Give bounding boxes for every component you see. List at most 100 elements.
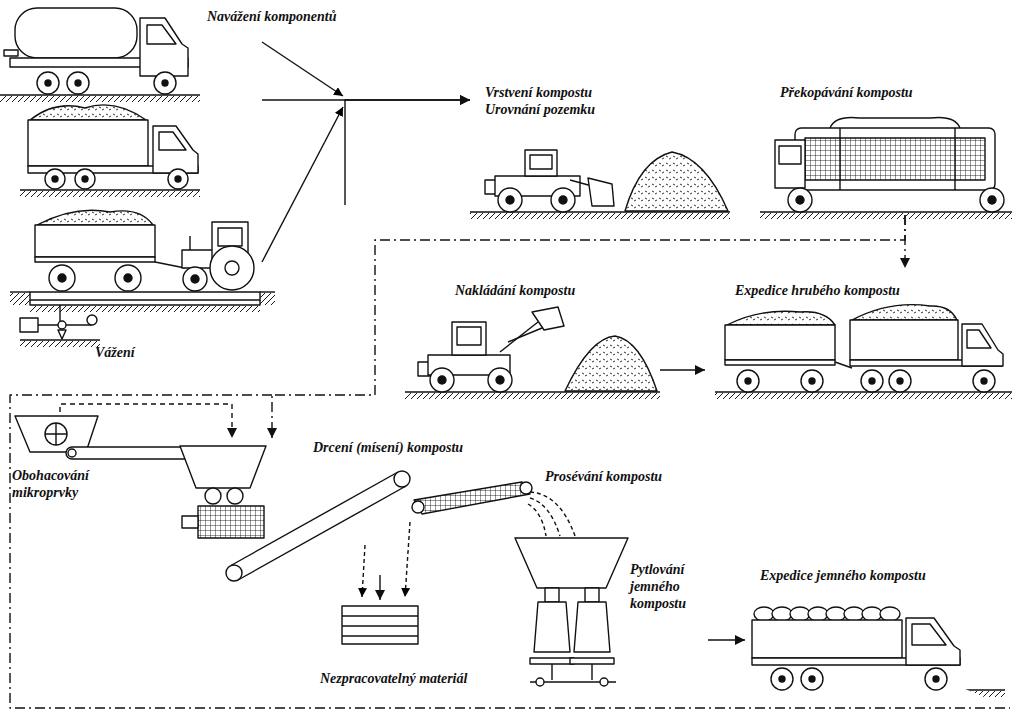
bagging-unit	[545, 588, 559, 602]
falling-material	[405, 522, 410, 597]
truck-trailer	[897, 378, 903, 384]
dump-truck	[82, 176, 88, 182]
dump-truck	[153, 126, 198, 173]
falling-compost	[530, 498, 560, 536]
crusher	[238, 486, 406, 580]
truck-bags	[809, 676, 815, 682]
falling-material	[362, 522, 410, 597]
tractor-trailer	[35, 257, 155, 262]
tractor-trailer	[58, 274, 66, 282]
truck-trailer	[869, 378, 875, 384]
tanker-truck	[37, 72, 59, 94]
process-step: Překopávání kompostu	[760, 85, 1012, 215]
crusher	[227, 488, 243, 504]
truck-trailer	[962, 324, 1003, 366]
truck-bags	[772, 607, 792, 621]
ground-line	[10, 291, 30, 292]
wheel-loader	[430, 368, 454, 392]
truck-bags	[862, 607, 882, 621]
tractor-trailer	[35, 225, 155, 257]
dump-truck	[28, 105, 198, 189]
truck-trailer	[727, 311, 835, 325]
ground-line	[715, 391, 1012, 392]
wheel-loader	[551, 188, 575, 212]
ground-line	[260, 291, 275, 292]
step-label: Nakládání kompostu	[455, 283, 575, 300]
truck-trailer	[850, 320, 958, 360]
flow-arrow	[345, 100, 470, 205]
truck-bags	[826, 607, 846, 621]
tanker-truck	[147, 25, 176, 44]
label-group: Překopávání kompostu	[780, 85, 913, 102]
wheel-loader	[506, 196, 514, 204]
tractor-trailer	[155, 262, 185, 268]
truck-trailer	[852, 305, 957, 320]
compost-turner	[805, 138, 985, 180]
truck-bags	[790, 607, 810, 621]
process-step: Obohacování mikroprvky	[10, 412, 215, 507]
truck-bags	[844, 607, 864, 621]
tanker-truck	[45, 80, 51, 86]
label-group: Prosévání kompostu	[545, 469, 662, 486]
falling-compost	[528, 504, 546, 536]
truck-trailer	[973, 370, 995, 392]
step-label: Navážení komponentů	[207, 9, 337, 26]
truck-bags	[752, 607, 960, 690]
compost-turner	[954, 128, 955, 190]
truck-bags	[771, 668, 793, 690]
ground-line	[260, 293, 275, 305]
ground-line	[0, 96, 200, 102]
step-label: Vážení	[95, 345, 135, 362]
tanker-truck	[4, 50, 18, 56]
bagging-unit	[585, 588, 599, 602]
label-group: Pytlování jemného kompostu	[630, 562, 704, 612]
crusher	[226, 565, 242, 581]
truck-trailer	[967, 330, 991, 348]
flow-arrow	[708, 639, 745, 640]
dump-truck	[75, 169, 95, 189]
label-group: Vážení	[95, 345, 135, 362]
compost-turner	[830, 117, 960, 128]
compost-turner	[779, 146, 801, 164]
process-step: Navážení komponentů	[0, 5, 352, 200]
wheel-loader	[418, 307, 564, 392]
crusher	[180, 446, 266, 488]
dosing-hopper	[45, 423, 67, 445]
dump-truck	[52, 176, 58, 182]
ground-line	[405, 393, 660, 399]
process-step: Prosévání kompostu	[540, 465, 666, 530]
process-area-border	[10, 395, 1010, 708]
process-step: Expedice jemného kompostu	[745, 560, 1007, 700]
bagging-unit	[570, 658, 614, 664]
truck-bags	[880, 607, 900, 621]
truck-trailer	[861, 370, 883, 392]
truck-trailer	[889, 370, 911, 392]
wheel-loader	[530, 155, 552, 169]
waste-bin	[342, 635, 418, 636]
ground-line	[20, 191, 200, 197]
truck-trailer	[725, 325, 835, 360]
flow-arrow	[262, 107, 343, 262]
tanker-truck	[162, 80, 168, 86]
crusher	[394, 471, 410, 487]
flow-arrow	[660, 369, 705, 370]
compost-heap	[565, 336, 657, 391]
truck-trailer	[809, 378, 815, 384]
label-group: Nakládání kompostu	[455, 283, 575, 300]
tanker-truck	[140, 18, 188, 76]
tractor-trailer	[30, 210, 260, 305]
truck-bags	[754, 607, 774, 621]
tractor-trailer	[210, 246, 254, 290]
wheel-loader	[532, 307, 564, 330]
truck-bags	[933, 676, 939, 682]
ground-line	[20, 189, 200, 190]
truck-bags	[801, 668, 823, 690]
crusher	[414, 482, 530, 514]
flow-arrow	[262, 42, 343, 96]
compost-turner	[796, 196, 804, 204]
step-label: Expedice jemného kompostu	[760, 568, 926, 585]
dosing-hopper	[45, 423, 67, 445]
bagging-unit	[600, 678, 608, 686]
label-group: Vrstvení kompostuUrovnání pozemku	[485, 85, 595, 119]
